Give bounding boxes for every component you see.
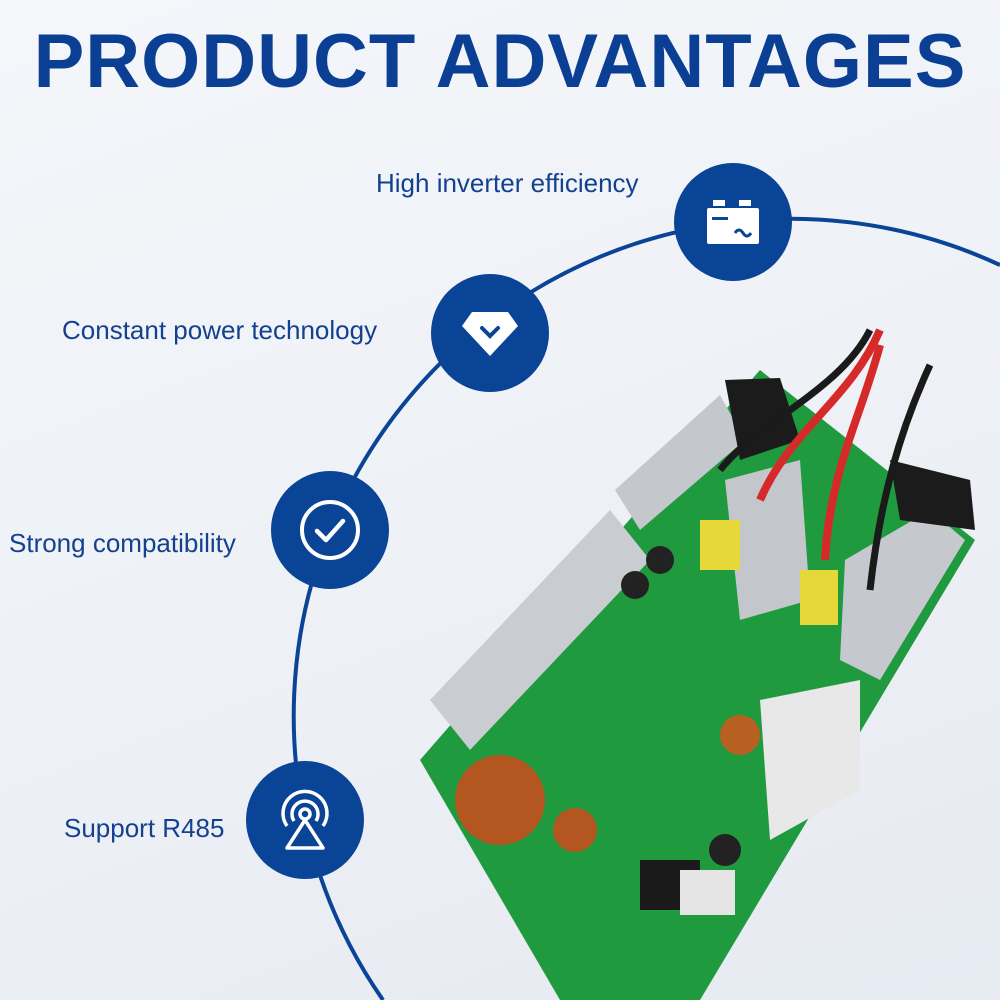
feature-label-compatibility: Strong compatibility [9,528,236,558]
antenna-icon [246,761,364,879]
page-title: PRODUCT ADVANTAGES [33,19,967,104]
feature-label-r485: Support R485 [64,813,225,843]
inverter-board-image [420,328,975,1000]
check-circle-icon [271,471,389,589]
battery-icon [674,163,792,281]
feature-label-efficiency: High inverter efficiency [376,168,639,198]
feature-label-constant-power: Constant power technology [62,315,378,345]
diamond-icon [431,274,549,392]
